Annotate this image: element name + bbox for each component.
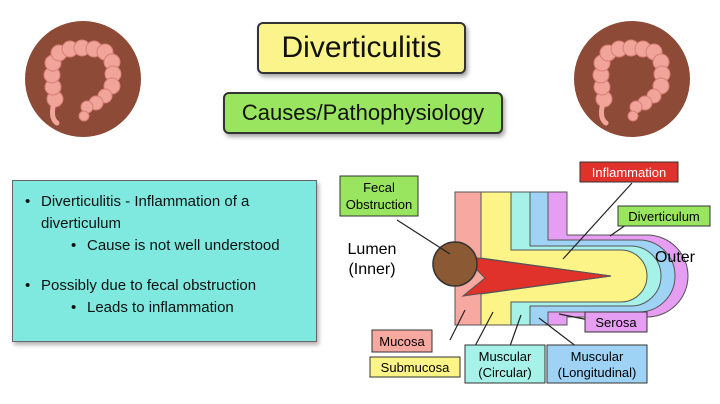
muscular-circular-label-2: (Circular)	[478, 365, 531, 380]
muscular-longitudinal-label-1: Muscular	[571, 349, 624, 364]
bullet-definition: Diverticulitis - Inflammation of a diver…	[23, 191, 308, 235]
diverticulum-label: Diverticulum	[628, 209, 700, 224]
sub-bullet-cause: Cause is not well understood	[23, 235, 308, 257]
fecal-obstruction-label-2: Obstruction	[346, 197, 412, 212]
fecal-obstruction-mass	[432, 241, 478, 287]
serosa-label: Serosa	[595, 315, 637, 330]
lumen-label-2: (Inner)	[348, 261, 395, 278]
submucosa-label: Submucosa	[381, 360, 450, 375]
page-subtitle: Causes/Pathophysiology	[223, 92, 503, 134]
explanation-box: Diverticulitis - Inflammation of a diver…	[12, 180, 317, 342]
sub-bullet-inflammation: Leads to inflammation	[23, 297, 308, 319]
bullet-fecal-obstruction: Possibly due to fecal obstruction	[23, 275, 308, 297]
colon-icon	[574, 21, 690, 137]
colon-icon	[25, 21, 141, 137]
inflammation-area	[461, 255, 612, 297]
diverticulum-diagram: Fecal Obstruction Inflammation Diverticu…	[339, 161, 711, 384]
inflammation-label: Inflammation	[592, 165, 666, 180]
mucosa-label: Mucosa	[379, 334, 425, 349]
muscular-circular-label-1: Muscular	[479, 349, 532, 364]
page-title: Diverticulitis	[257, 22, 466, 74]
muscular-longitudinal-label-2: (Longitudinal)	[558, 365, 637, 380]
fecal-obstruction-label-1: Fecal	[363, 180, 395, 195]
outer-label: Outer	[655, 249, 696, 266]
lumen-label-1: Lumen	[348, 241, 397, 258]
